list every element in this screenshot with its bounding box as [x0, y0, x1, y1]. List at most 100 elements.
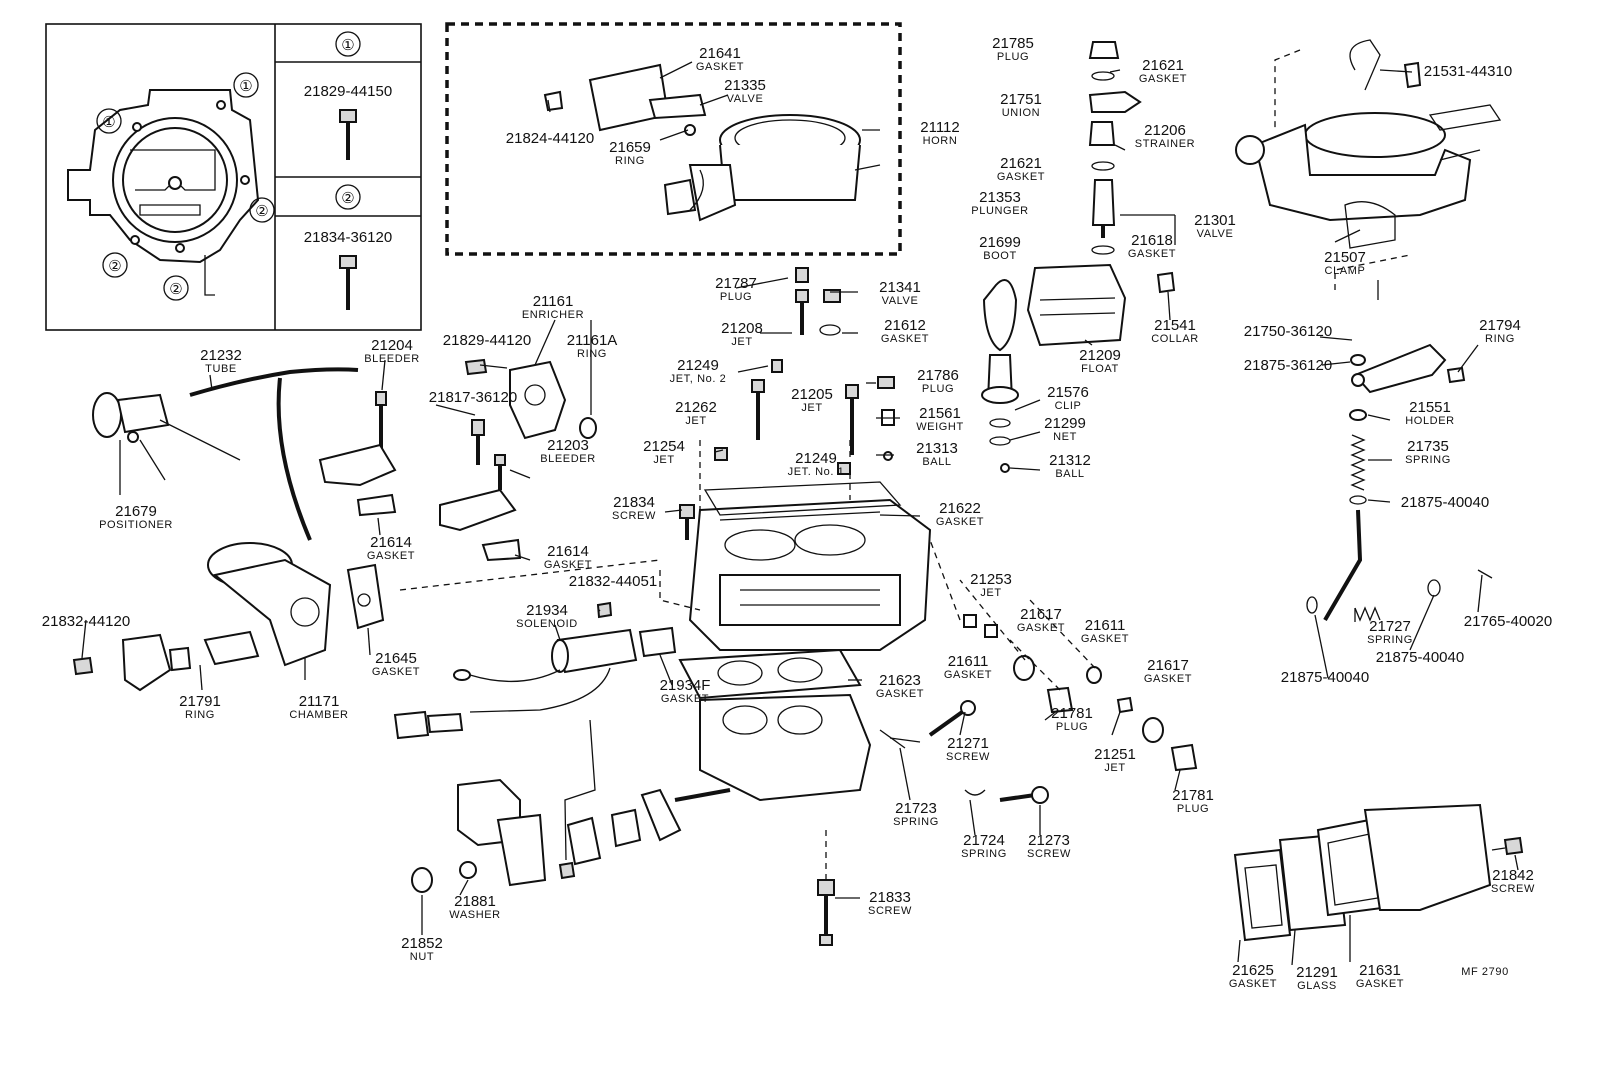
part-label-21875a: 21875-36120 [1244, 357, 1332, 374]
part-name: WASHER [449, 909, 500, 921]
part-name: SCREW [1027, 848, 1071, 860]
part-name: RING [577, 348, 607, 360]
svg-text:②: ② [255, 203, 268, 220]
part-name: SOLENOID [516, 618, 578, 630]
part-number: 21723 [895, 800, 937, 817]
part-name: SCREW [868, 905, 912, 917]
part-name: GASKET [1356, 978, 1404, 990]
part-number: 21335 [724, 77, 766, 94]
part-name: SPRING [893, 816, 939, 828]
cover-21507-shape [1235, 39, 1502, 249]
part-number: 21881 [454, 893, 496, 910]
part-name: SCREW [1491, 883, 1535, 895]
part-number: 21781 [1051, 705, 1093, 722]
part-label-21750: 21750-36120 [1244, 323, 1332, 340]
part-label-21875b: 21875-40040 [1401, 494, 1489, 511]
part-number: 21576 [1047, 384, 1089, 401]
part-name: WEIGHT [916, 421, 964, 433]
part-number: 21313 [916, 440, 958, 457]
part-number: 21271 [947, 735, 989, 752]
main-body [688, 498, 932, 651]
part-number: 21161A [567, 332, 618, 349]
part-number: 21852 [401, 935, 443, 952]
part-number: 21253 [970, 571, 1012, 588]
part-name: PLUG [1056, 721, 1088, 733]
callout-circle-icon: ① ① ② ② ② [96, 72, 275, 301]
part-name: GASKET [997, 171, 1045, 183]
part-number: 21112 [920, 119, 960, 136]
bolt-icon [339, 255, 357, 310]
part-number: 21794 [1479, 317, 1521, 334]
part-name: HOLDER [1405, 415, 1454, 427]
part-name: GASKET [661, 693, 709, 705]
part-number: 21875-40040 [1401, 494, 1489, 511]
accelerator-pump-linkage [1306, 343, 1493, 622]
part-name: BALL [1055, 468, 1084, 480]
top-gasket-21622-shape [703, 481, 902, 516]
part-name: GASKET [1229, 978, 1277, 990]
part-number: 21203 [547, 437, 589, 454]
part-name: RING [185, 709, 215, 721]
part-number: 21842 [1492, 867, 1534, 884]
part-name: GASKET [1128, 248, 1176, 260]
small-jets-and-plugs [679, 267, 1010, 540]
part-name: UNION [1002, 107, 1040, 119]
svg-text:②: ② [108, 258, 121, 275]
part-number: 21817-36120 [429, 389, 517, 406]
part-name: ENRICHER [522, 309, 584, 321]
part-name: PLUG [922, 383, 954, 395]
part-name: SCREW [946, 751, 990, 763]
part-name: BLEEDER [364, 353, 420, 365]
linkage-lower-shape [411, 719, 682, 893]
part-number: 21209 [1079, 347, 1121, 364]
part-number: 21262 [675, 399, 717, 416]
part-number: 21699 [979, 234, 1021, 251]
svg-text:①: ① [239, 78, 252, 95]
part-name: CHAMBER [289, 709, 348, 721]
part-name: GASKET [876, 688, 924, 700]
part-name: BLEEDER [540, 453, 596, 465]
part-number: 21614 [547, 543, 589, 560]
tube-21232-shape [189, 367, 359, 541]
part-label-21829: 21829-44120 [443, 332, 531, 349]
float-chamber-parts [981, 263, 1176, 446]
part-name: NUT [410, 951, 434, 963]
diaphragm-21832-shape [72, 630, 260, 692]
part-label-21832a: 21832-44051 [569, 573, 657, 590]
part-name: JET. No. 1 [788, 466, 845, 478]
part-number: 21353 [979, 189, 1021, 206]
part-number: 21750-36120 [1244, 323, 1332, 340]
part-number: 21735 [1407, 438, 1449, 455]
part-number: 21833 [869, 889, 911, 906]
sight-glass-assembly [1233, 803, 1524, 942]
part-number: 21254 [643, 438, 685, 455]
part-name: GASKET [936, 516, 984, 528]
part-number: 21875-40040 [1281, 669, 1369, 686]
